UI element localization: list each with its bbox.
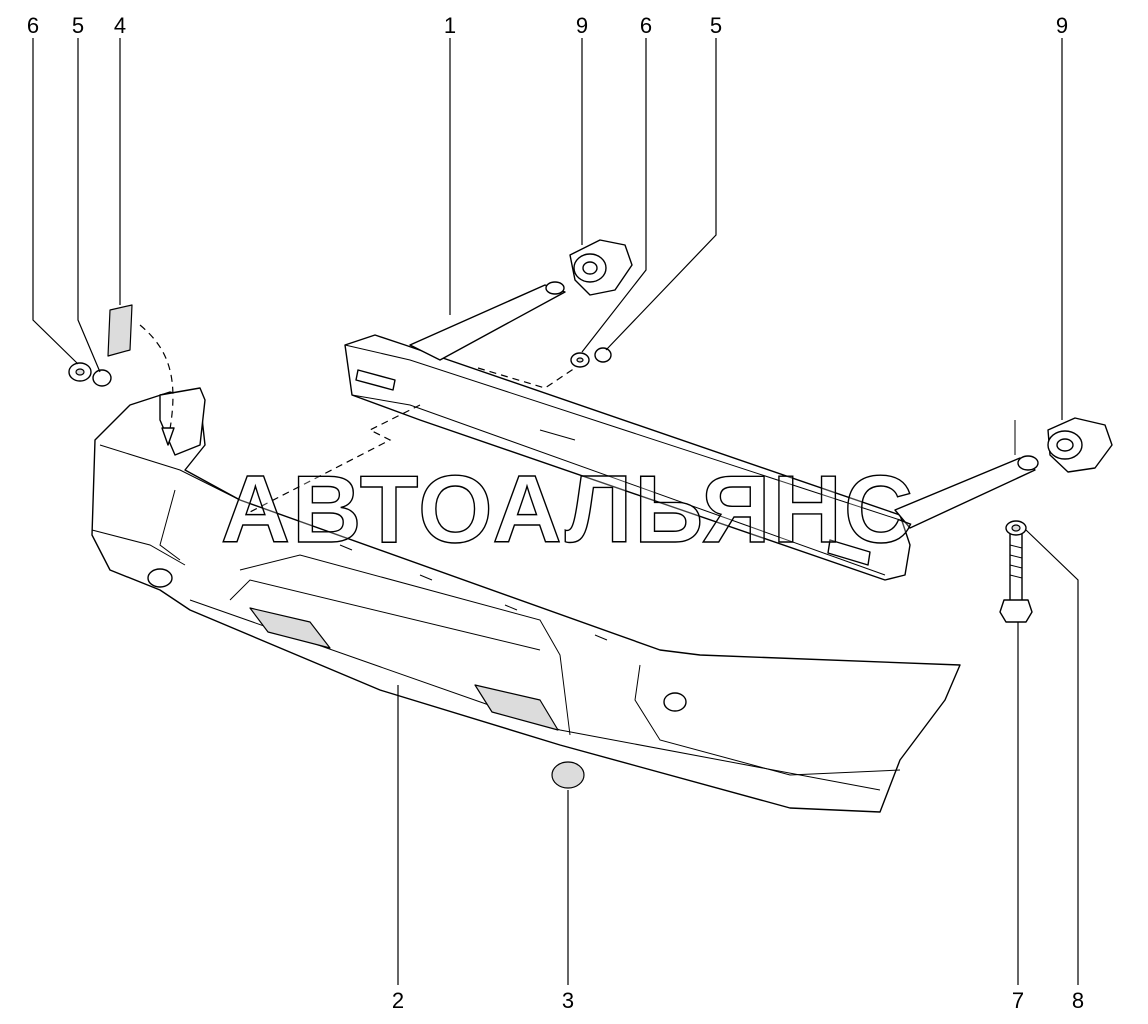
leader-5-left <box>77 38 101 373</box>
nut-5-mid <box>594 347 612 363</box>
callout-1: 1 <box>444 13 456 38</box>
callout-5-left: 5 <box>72 13 84 38</box>
callout-8: 8 <box>1072 988 1084 1013</box>
watermark: АВТОАЛЬЯНС <box>221 456 915 563</box>
plate-4 <box>107 304 133 357</box>
callout-6-left: 6 <box>27 13 39 38</box>
bushing-9-right <box>1047 417 1113 473</box>
callout-7: 7 <box>1012 988 1024 1013</box>
leader-8 <box>1025 529 1079 985</box>
assembly-arrow-path <box>139 324 174 441</box>
guide-line-beam-cover <box>249 404 421 513</box>
washer-8 <box>1005 520 1027 536</box>
plug-3 <box>551 761 585 789</box>
leader-5-mid <box>605 38 717 351</box>
bolt-7 <box>999 531 1033 623</box>
bumper-cover <box>91 387 961 813</box>
bumper-beam <box>344 281 1039 581</box>
callout-4: 4 <box>114 13 126 38</box>
callout-9-right: 9 <box>1056 13 1068 38</box>
nut-5-left <box>92 369 112 387</box>
callout-5-mid: 5 <box>710 13 722 38</box>
bushing-9-mid <box>569 239 633 296</box>
assembly-arrow-head <box>161 427 175 446</box>
washer-6-left <box>68 362 92 382</box>
washer-6-mid <box>570 352 590 368</box>
callout-3: 3 <box>562 988 574 1013</box>
callout-2: 2 <box>392 988 404 1013</box>
leader-lines <box>32 38 1079 985</box>
callout-6-mid: 6 <box>640 13 652 38</box>
callout-9-mid: 9 <box>576 13 588 38</box>
leader-6-left <box>32 38 79 365</box>
leader-6-mid <box>581 38 647 353</box>
